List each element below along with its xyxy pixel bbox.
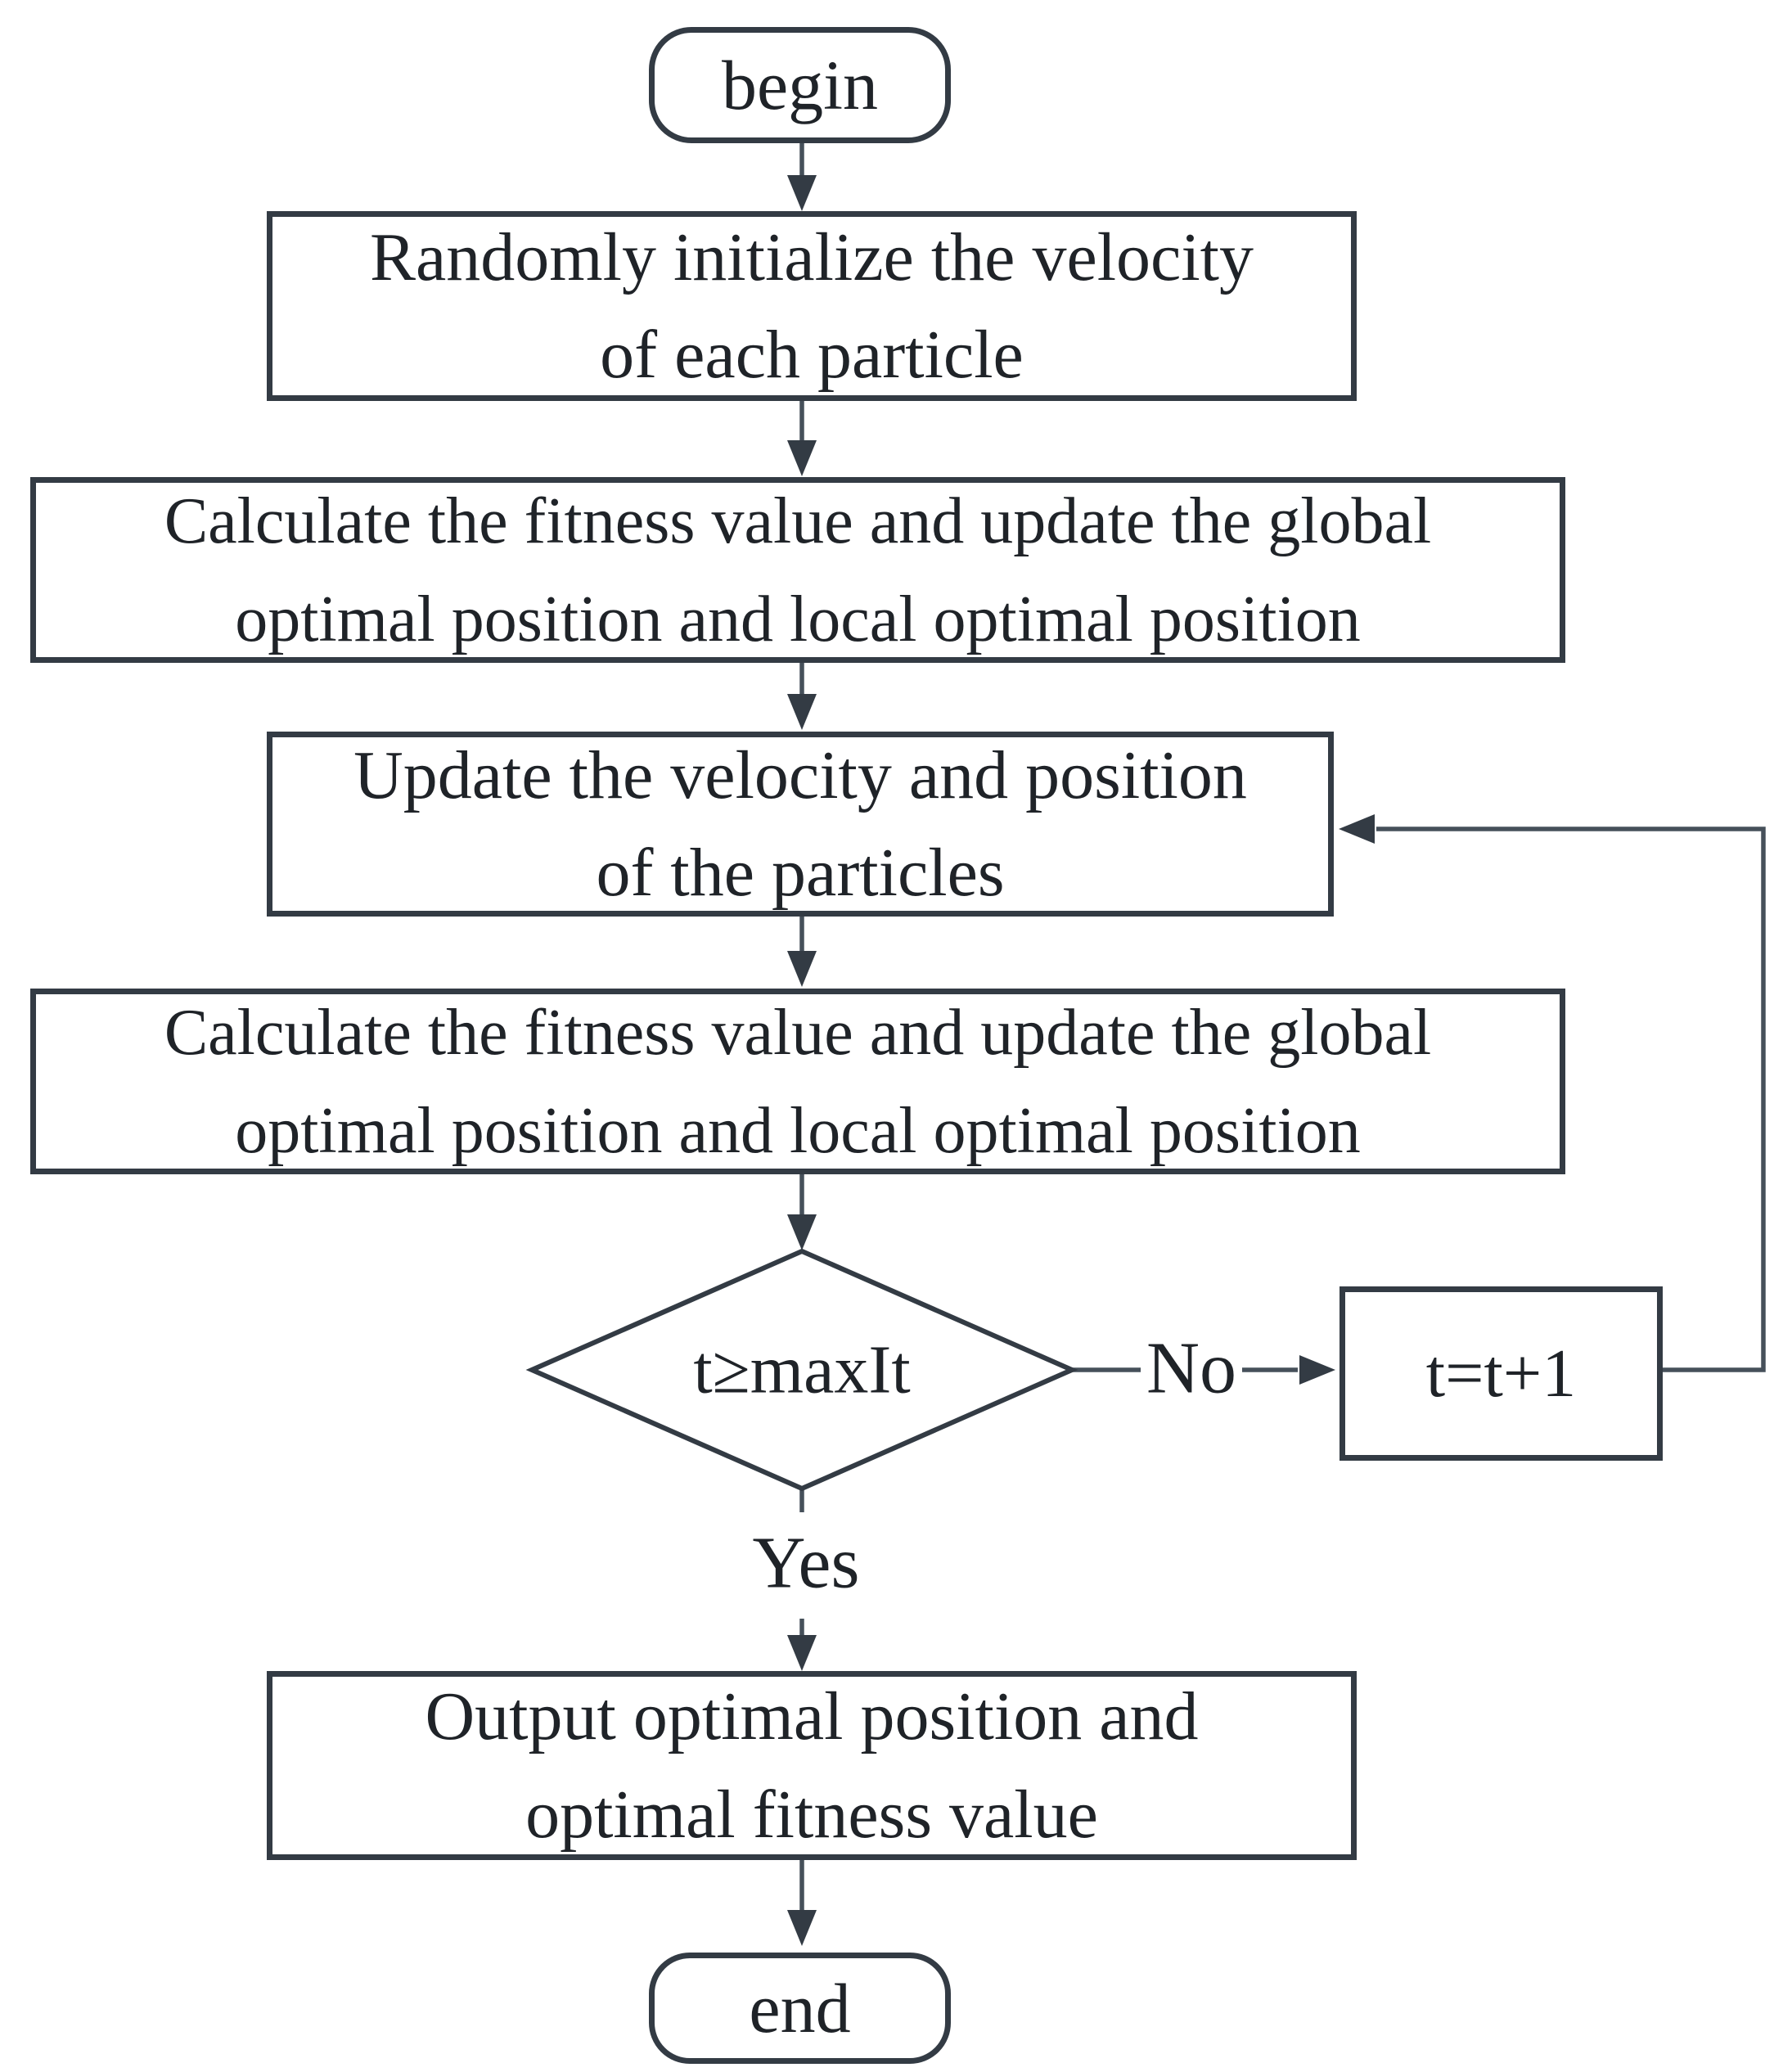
loop-connector [1376, 827, 1766, 1372]
arrowhead-into-decision [787, 1214, 817, 1250]
arrowhead-into-fitness1 [787, 440, 817, 476]
arrowhead-into-update [787, 694, 817, 730]
arrowhead-into-init [787, 175, 817, 211]
init-box: Randomly initialize the velocity of each… [267, 211, 1357, 401]
decision-diamond-shape [525, 1248, 1078, 1492]
update-box: Update the velocity and position of the … [267, 732, 1334, 917]
begin-label: begin [721, 46, 879, 124]
arrowhead-loop-into-update [1339, 814, 1375, 844]
arrowhead-into-increment [1299, 1355, 1335, 1385]
update-line2: of the particles [596, 835, 1005, 911]
decision-label: t≥maxIt [693, 1331, 911, 1408]
no-label: No [1146, 1327, 1236, 1409]
fitness2-line2: optimal position and local optimal posit… [235, 1094, 1361, 1167]
fitness1-line2: optimal position and local optimal posit… [235, 583, 1361, 655]
fitness1-line1: Calculate the fitness value and update t… [164, 484, 1432, 557]
end-label: end [749, 1969, 851, 2047]
fitness-box-1: Calculate the fitness value and update t… [30, 477, 1565, 663]
arrowhead-into-fitness2 [787, 951, 817, 987]
output-line2: optimal fitness value [525, 1776, 1098, 1853]
begin-node: begin [649, 27, 951, 143]
output-box: Output optimal position and optimal fitn… [267, 1671, 1357, 1860]
fitness-box-2: Calculate the fitness value and update t… [30, 989, 1565, 1174]
init-line1: Randomly initialize the velocity [369, 218, 1254, 295]
arrowhead-into-output [787, 1635, 817, 1671]
increment-box: t=t+1 [1339, 1286, 1663, 1461]
end-node: end [649, 1953, 951, 2064]
output-line1: Output optimal position and [425, 1678, 1199, 1755]
update-line1: Update the velocity and position [353, 736, 1247, 813]
arrowhead-into-end [787, 1910, 817, 1946]
init-line2: of each particle [600, 317, 1024, 393]
increment-label: t=t+1 [1425, 1336, 1577, 1412]
yes-label: Yes [752, 1522, 860, 1604]
fitness2-line1: Calculate the fitness value and update t… [164, 996, 1432, 1069]
